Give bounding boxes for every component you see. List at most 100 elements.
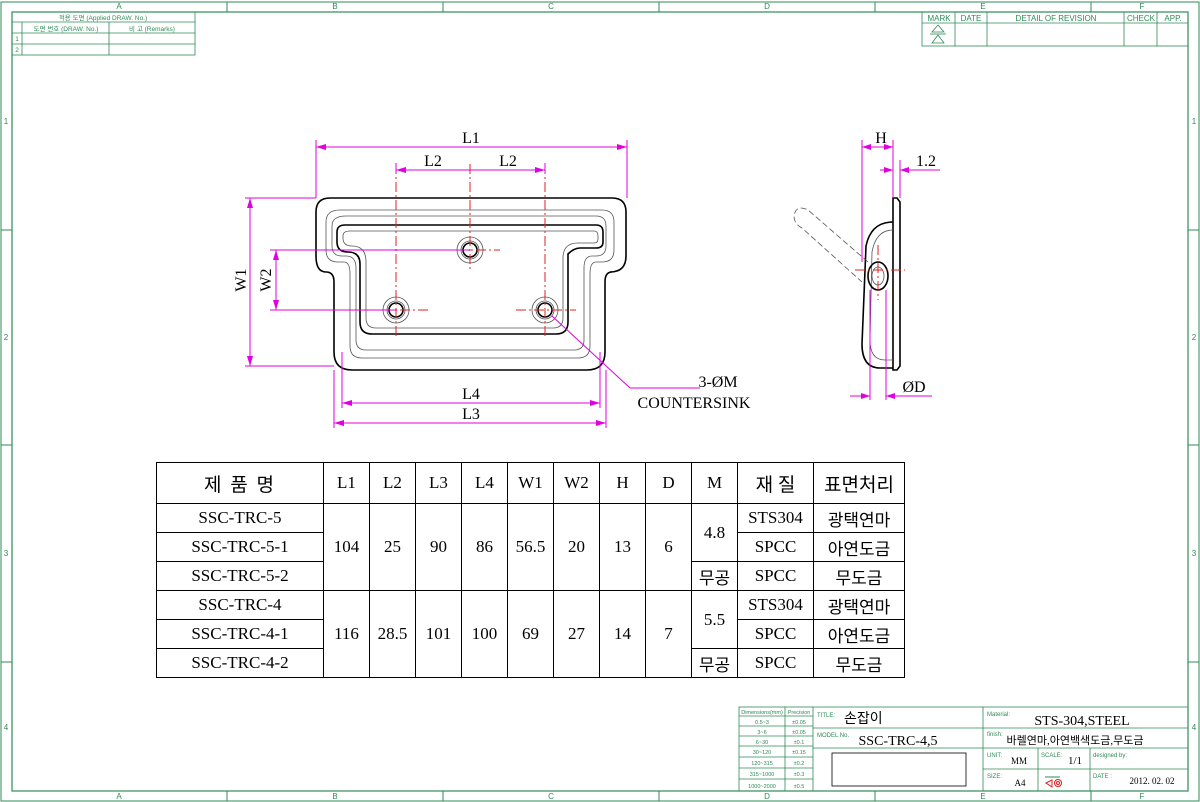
- hole-note-2: COUNTERSINK: [638, 395, 751, 412]
- scale-value: 1/1: [1068, 755, 1082, 767]
- dim-L3: L3: [462, 406, 480, 423]
- finish-value: 아연도금: [813, 619, 905, 649]
- zone-number-right: 3: [1192, 549, 1197, 558]
- material-value: SPCC: [737, 648, 814, 678]
- zone-number-left: 1: [4, 117, 9, 126]
- model-name: SSC-TRC-5: [156, 503, 324, 533]
- L4-value: 100: [461, 590, 508, 678]
- dim-L2: L2: [424, 153, 442, 170]
- finish-value: 무도금: [813, 648, 905, 678]
- zone-number-left: 2: [4, 333, 9, 342]
- date-label: DATE :: [1093, 774, 1112, 780]
- side-view: [793, 197, 905, 371]
- material-value: SPCC: [737, 561, 814, 591]
- zone-number-right: 4: [1192, 723, 1197, 732]
- M-value: 4.8: [691, 503, 738, 562]
- material-value: STS-304,STEEL: [1034, 714, 1129, 729]
- model-name: SSC-TRC-4-2: [156, 648, 324, 678]
- hole-note-1: 3-ØM: [698, 374, 737, 391]
- tolerance-value: ±0.5: [794, 784, 805, 790]
- tolerance-value: ±0.05: [792, 730, 806, 736]
- zone-number-right: 2: [1192, 333, 1197, 342]
- model-name: SSC-TRC-5-1: [156, 532, 324, 562]
- handle-pocket: [336, 224, 604, 335]
- header-H: H: [599, 462, 646, 504]
- handle-inner-line: [325, 209, 615, 359]
- header-W1: W1: [507, 462, 554, 504]
- zone-letter-top: E: [980, 2, 985, 11]
- zone-letter-top: A: [116, 2, 122, 11]
- W2-value: 27: [553, 590, 600, 678]
- L3-value: 90: [415, 503, 462, 591]
- M-value: 5.5: [691, 590, 738, 649]
- tolerance-range: 120~315: [751, 761, 773, 767]
- H-value: 13: [599, 503, 646, 591]
- L4-value: 86: [461, 503, 508, 591]
- applied-drawing-title: 적용 도면 (Applied DRAW. No.): [59, 13, 147, 22]
- W1-value: 56.5: [507, 503, 554, 591]
- L2-value: 28.5: [369, 590, 416, 678]
- zone-number-left: 3: [4, 549, 9, 558]
- tolerance-value: ±0.2: [794, 761, 805, 767]
- tolerance-value: ±0.05: [792, 720, 806, 726]
- tolerance-range: 3~6: [757, 730, 766, 736]
- dim-thickness: 1.2: [916, 153, 936, 170]
- dim-W2: W2: [258, 268, 275, 291]
- header-L3: L3: [415, 462, 462, 504]
- dim-D: ØD: [902, 379, 925, 396]
- H-value: 14: [599, 590, 646, 678]
- dim-W1: W1: [233, 268, 250, 291]
- drawing-title: 손잡이: [844, 711, 883, 727]
- zone-letter-top: C: [548, 2, 554, 11]
- inner-border: [11, 11, 1189, 792]
- swing-phantom: [793, 207, 869, 283]
- finish-value: 바렐연마,아연백색도금,무도금: [1006, 734, 1143, 747]
- front-dimensions: [245, 140, 700, 428]
- L1-value: 116: [323, 590, 370, 678]
- applied-drawing-row: 1: [15, 36, 19, 43]
- material-value: STS304: [737, 590, 814, 620]
- header-L2: L2: [369, 462, 416, 504]
- zone-number-right: 1: [1192, 117, 1197, 126]
- D-value: 6: [645, 503, 692, 591]
- title-label: TITLE:: [817, 713, 835, 719]
- revision-header: MARK: [927, 14, 951, 23]
- material-value: STS304: [737, 503, 814, 533]
- revision-header: APP.: [1164, 14, 1181, 23]
- material-label: Material:: [987, 712, 1010, 718]
- side-dimensions: [850, 140, 940, 400]
- zone-letter-top: B: [332, 2, 337, 11]
- side-plate: [892, 197, 901, 371]
- size-label: SIZE:: [987, 774, 1002, 780]
- spec-table: 제 품 명 L1 L2 L3 L4 W1 W2 H D M 재 질 표면처리 S…: [156, 462, 905, 678]
- zone-letter-top: F: [1140, 2, 1145, 11]
- tolerance-range: 30~120: [753, 750, 772, 756]
- zone-letter-bottom: E: [980, 792, 985, 801]
- front-view: [315, 164, 627, 371]
- tolerance-value: ±0.1: [794, 740, 805, 746]
- applied-drawing-row: 2: [15, 47, 19, 54]
- revision-table: [921, 11, 1189, 47]
- finish-value: 광택연마: [813, 590, 905, 620]
- dim-H: H: [875, 130, 887, 147]
- dim-L4: L4: [462, 386, 480, 403]
- dim-L1: L1: [462, 130, 480, 147]
- zone-letter-bottom: A: [116, 792, 122, 801]
- model-name: SSC-TRC-4: [156, 590, 324, 620]
- finish-value: 아연도금: [813, 532, 905, 562]
- revision-header: DETAIL OF REVISION: [1016, 14, 1097, 23]
- tolerance-value: ±0.15: [792, 750, 806, 756]
- header-D: D: [645, 462, 692, 504]
- scale-label: SCALE:: [1041, 753, 1063, 759]
- side-curve: [861, 221, 894, 369]
- zone-letter-bottom: B: [332, 792, 337, 801]
- material-value: SPCC: [737, 532, 814, 562]
- handle-outline: [315, 197, 627, 371]
- designed-label: designed by:: [1093, 753, 1127, 759]
- applied-drawing-table: [11, 11, 196, 56]
- W2-value: 20: [553, 503, 600, 591]
- tolerance-range: 6~30: [756, 740, 768, 746]
- M-value: 무공: [691, 648, 738, 678]
- header-W2: W2: [553, 462, 600, 504]
